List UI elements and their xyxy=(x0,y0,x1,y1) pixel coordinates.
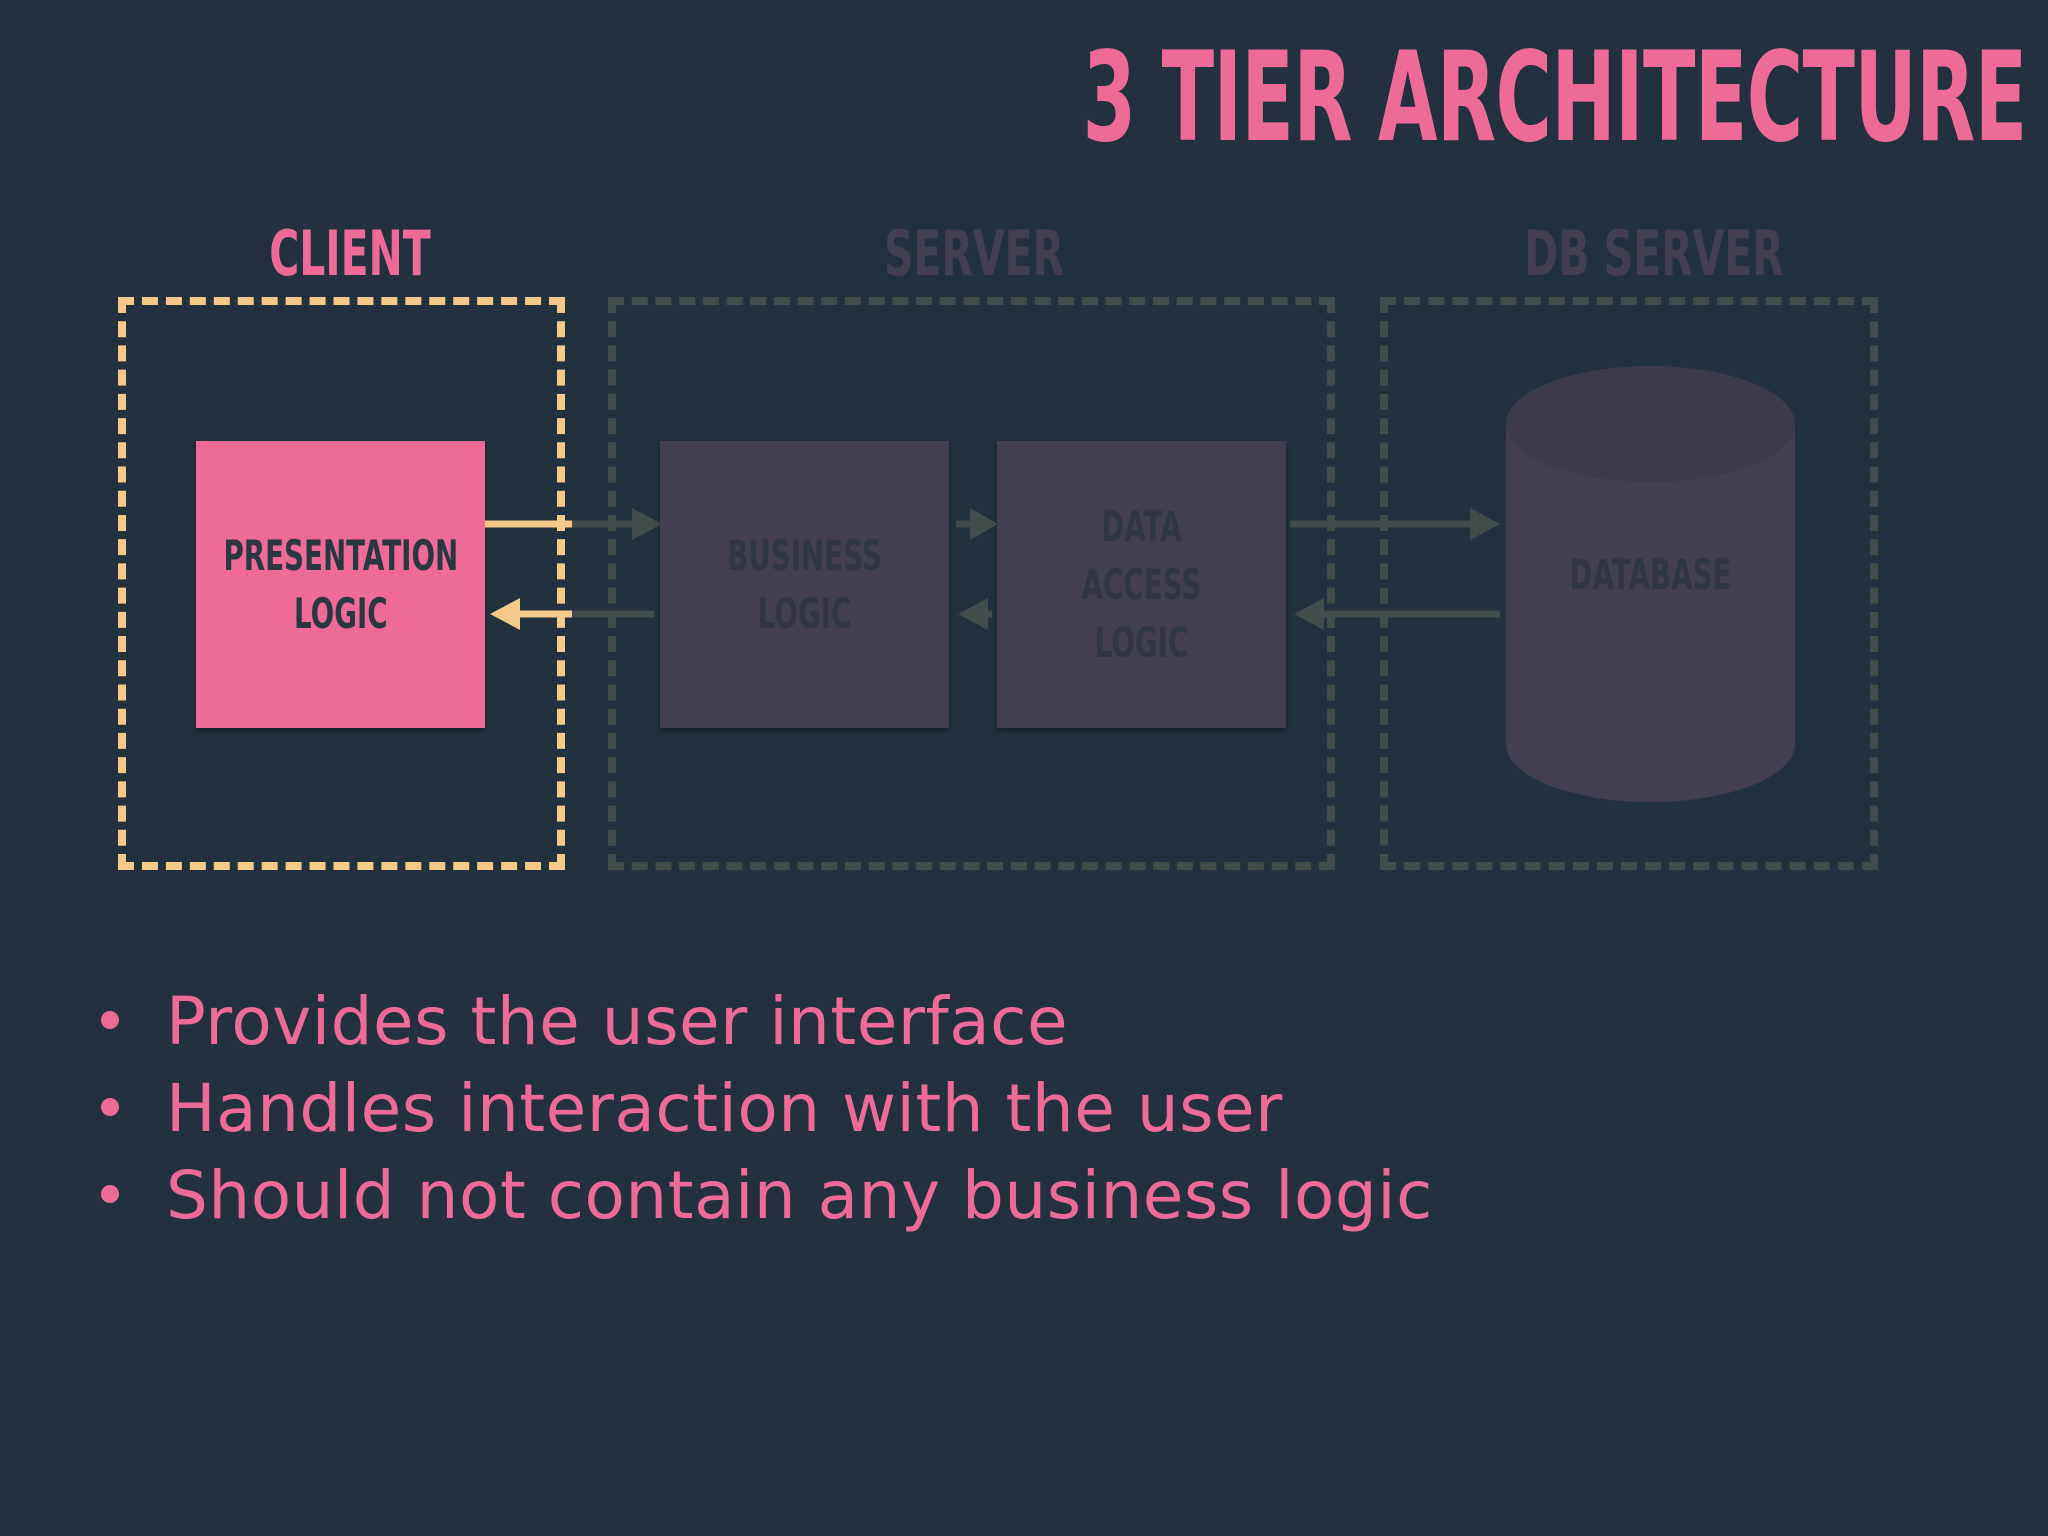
data-access-logic-label: DATA ACCESS LOGIC xyxy=(1081,501,1202,667)
data-access-logic-box: DATA ACCESS LOGIC xyxy=(997,441,1286,728)
database-label: DATABASE xyxy=(1569,550,1732,599)
bullet-item: Handles interaction with the user xyxy=(96,1065,1433,1152)
server-tier-frame xyxy=(608,297,1335,870)
arrow-business-to-presentation xyxy=(490,598,654,630)
bullet-text: Handles interaction with the user xyxy=(166,1070,1283,1147)
tier-label-server: SERVER xyxy=(883,217,1065,290)
business-logic-label: BUSINESS LOGIC xyxy=(727,530,882,638)
arrow-database-to-data-access xyxy=(1294,598,1500,630)
client-tier-frame xyxy=(118,297,565,870)
slide-title: 3 TIER ARCHITECTURE xyxy=(1082,26,2028,170)
arrow-business-to-data-access xyxy=(956,508,998,540)
bullet-item: Should not contain any business logic xyxy=(96,1152,1433,1239)
presentation-logic-label: PRESENTATION LOGIC xyxy=(223,530,458,638)
bullet-dot xyxy=(101,1098,119,1116)
bullet-text: Provides the user interface xyxy=(166,983,1069,1060)
db-server-tier-frame xyxy=(1380,297,1878,870)
bullet-list: Provides the user interface Handles inte… xyxy=(96,978,1433,1239)
presentation-logic-box: PRESENTATION LOGIC xyxy=(196,441,485,728)
arrow-presentation-to-business xyxy=(485,508,662,540)
database-cylinder-shape xyxy=(1506,366,1795,802)
tier-label-db-server: DB SERVER xyxy=(1524,217,1784,290)
bullet-dot xyxy=(101,1185,119,1203)
arrow-data-access-to-business xyxy=(958,598,992,630)
bullet-text: Should not contain any business logic xyxy=(166,1157,1433,1234)
tier-label-client: CLIENT xyxy=(269,217,431,290)
arrow-data-access-to-database xyxy=(1290,508,1500,540)
bullet-item: Provides the user interface xyxy=(96,978,1433,1065)
database-cylinder: DATABASE xyxy=(1506,366,1795,802)
bullet-dot xyxy=(101,1011,119,1029)
business-logic-box: BUSINESS LOGIC xyxy=(660,441,949,728)
